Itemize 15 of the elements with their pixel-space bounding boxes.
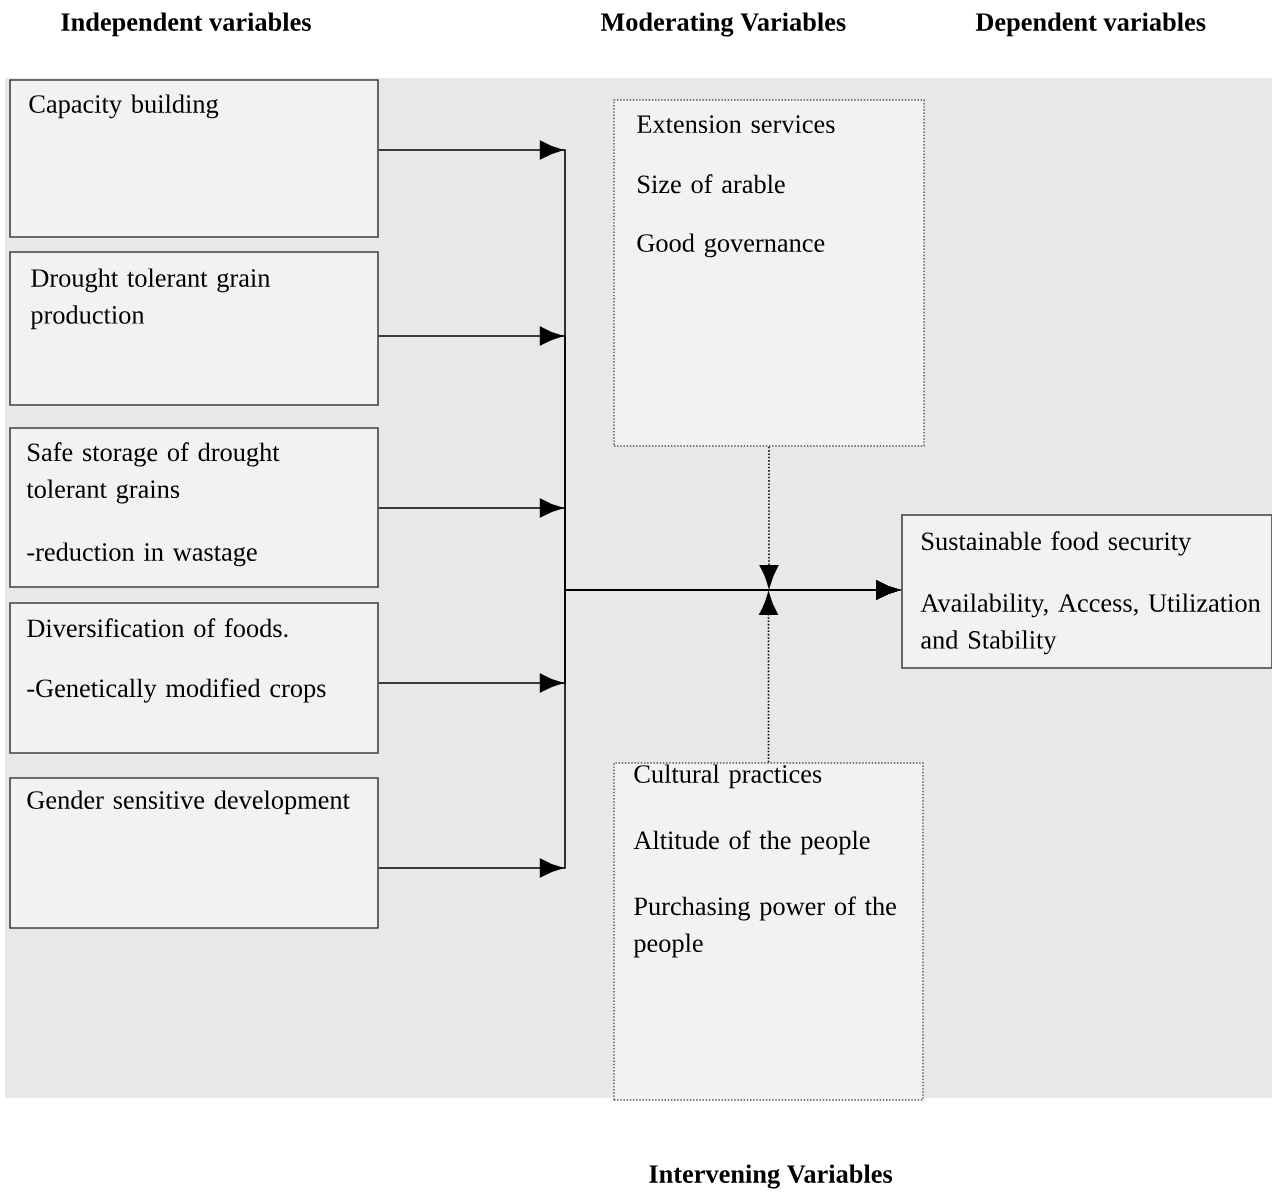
column-heading: Moderating Variables [600,12,846,37]
variable-box: Cultural practices Altitude of the people Purchasing power of the people [613,762,924,1101]
variable-box: Capacity building [9,79,379,238]
variable-box: Drought tolerant grain production [9,251,379,406]
arrow [759,592,778,764]
variable-box: Safe storage of drought tolerant grains -reduction in wastage [9,427,379,588]
variable-box: Gender sensitive development [9,777,379,929]
arrow [759,445,779,588]
column-heading: Intervening Variables [649,1164,893,1189]
variable-box: Extension services Size of arable Good governance [613,99,925,447]
variable-box: Sustainable food security Availability, Access, Utilization and Stability [901,514,1272,669]
column-heading: Dependent variables [975,12,1206,37]
variable-box: Diversification of foods. -Genetically modified crops [9,602,379,754]
column-heading: Independent variables [61,12,311,37]
arrow [378,580,899,878]
